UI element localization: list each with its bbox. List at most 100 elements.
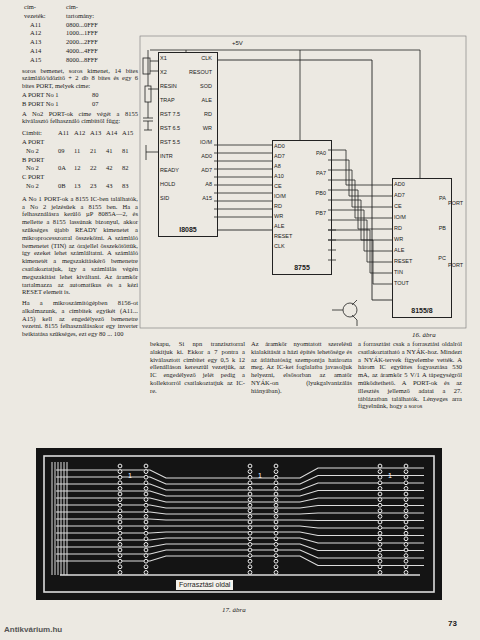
address-range: 1000...1FFF <box>66 29 126 37</box>
pcb-pad <box>378 515 382 519</box>
pin-name: X1 <box>160 55 188 62</box>
pcb-pad <box>248 537 252 541</box>
pcb-pad <box>144 487 148 491</box>
chip-name: I8085 <box>159 226 217 233</box>
pin-one-mark: 1 <box>128 472 136 480</box>
address-line: A15 <box>30 56 60 64</box>
bus-wire <box>373 240 374 284</box>
pcb-pad <box>144 492 148 496</box>
text-label: cím- <box>24 3 60 11</box>
bus-wire <box>328 190 358 191</box>
bus-wire <box>328 220 367 221</box>
wire <box>148 50 149 86</box>
bus-wire <box>349 196 392 197</box>
pin-name: AD0 <box>274 143 300 150</box>
pcb-pad <box>144 526 148 530</box>
pcb-pad <box>144 571 148 575</box>
chip-name: 8155/8 <box>393 307 451 314</box>
bus-wire <box>358 229 392 230</box>
wire <box>146 152 158 153</box>
pcb-pad <box>248 503 252 507</box>
crystal-symbol <box>143 58 150 74</box>
pcb-pad <box>248 565 252 569</box>
pin-name: SOD <box>184 83 212 90</box>
table-cell: 23 <box>90 182 106 190</box>
wire <box>150 61 158 62</box>
pcb-pad <box>378 464 382 468</box>
pin-name: PA0 <box>300 150 326 157</box>
pcb-pad <box>378 470 382 474</box>
pcb-pad <box>378 526 382 530</box>
pin-name: A15 <box>184 195 212 202</box>
address-range: 4000...4FFF <box>66 47 126 55</box>
capacitor-symbol <box>143 118 153 119</box>
pcb-pad <box>248 464 252 468</box>
pcb-pad <box>118 464 122 468</box>
pin-name: TIN <box>394 269 420 276</box>
page-number: 73 <box>448 619 468 629</box>
pcb-trace <box>52 462 53 575</box>
pcb-pad <box>118 481 122 485</box>
pcb-pad <box>248 571 252 575</box>
pcb-pad <box>404 554 408 558</box>
pin-name: ALE <box>184 97 212 104</box>
pin-name: IO/M <box>394 214 420 221</box>
table-cell: 09 <box>58 147 74 155</box>
bus-wire <box>355 218 392 219</box>
pcb-pad <box>144 464 148 468</box>
pcb-pad <box>144 503 148 507</box>
pin-name: A8 <box>274 163 300 170</box>
pcb-pad <box>274 543 278 547</box>
pin-name: RST 6.5 <box>160 125 188 132</box>
pcb-pad <box>378 565 382 569</box>
table-cell: C PORT <box>22 173 62 181</box>
pcb-trace <box>56 498 424 502</box>
table-cell: 43 <box>106 182 122 190</box>
pcb-trace <box>56 519 424 521</box>
bus-wire <box>373 284 392 285</box>
bus-wire <box>214 185 272 186</box>
table-cell: 0B <box>58 182 74 190</box>
pcb-pad <box>248 492 252 496</box>
table-cell: 0A <box>58 164 74 172</box>
bus-wire <box>214 209 272 210</box>
pcb-pad <box>274 565 278 569</box>
pcb-pad <box>274 515 278 519</box>
pin-name: WR <box>184 125 212 132</box>
pcb-pad <box>404 470 408 474</box>
pin-name: AD7 <box>184 167 212 174</box>
pcb-trace <box>56 491 424 497</box>
port-wire <box>328 260 336 261</box>
pcb-pad <box>144 481 148 485</box>
pcb-trace <box>64 462 65 575</box>
pcb-pad <box>118 526 122 530</box>
table-cell: 42 <box>106 164 122 172</box>
pin-name: RD <box>394 225 420 232</box>
port-wire <box>328 240 336 241</box>
bus-wire <box>328 200 361 201</box>
supply-label: +5V <box>232 40 256 47</box>
pcb-pad <box>404 487 408 491</box>
port-address: 80 <box>92 91 112 99</box>
pcb-trace <box>55 462 56 575</box>
pcb-pad <box>404 515 408 519</box>
text-label: tartomány: <box>66 12 116 20</box>
pcb-pad <box>118 475 122 479</box>
pcb-pad <box>378 531 382 535</box>
pin-name: CE <box>274 183 300 190</box>
pcb-pad <box>274 526 278 530</box>
bus-connector <box>218 230 272 231</box>
bus-wire <box>214 145 272 146</box>
port-wire <box>328 250 336 251</box>
pcb-side-label: Forrasztási oldal <box>176 580 233 590</box>
pcb-pad <box>404 481 408 485</box>
body-text: soros bemenet, soros kimenet, 14 bites s… <box>22 67 138 90</box>
pcb-pad <box>404 526 408 530</box>
pin-name: IO/M <box>274 193 300 200</box>
address-line: A14 <box>30 47 60 55</box>
pcb-pad <box>378 520 382 524</box>
pcb-pad <box>274 537 278 541</box>
table-cell: A13 <box>90 129 106 137</box>
pin-name: READY <box>160 167 188 174</box>
pcb-pad <box>274 509 278 513</box>
